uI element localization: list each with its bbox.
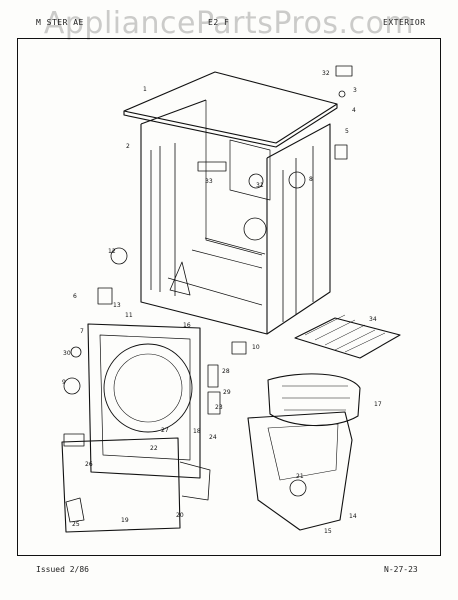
header-left: M STER AE — [36, 18, 84, 27]
callout-9: 9 — [62, 379, 66, 386]
blower-housing — [243, 217, 267, 241]
top-panel-edge — [123, 104, 338, 148]
callout-19: 19 — [121, 517, 129, 524]
part-12 — [110, 247, 128, 265]
door-opening — [103, 343, 193, 433]
diagram-frame — [17, 38, 441, 556]
knob-8 — [288, 171, 306, 189]
callout-23: 23 — [215, 404, 223, 411]
rack-34 — [294, 317, 401, 359]
callout-33: 33 — [205, 178, 213, 185]
callout-25: 25 — [72, 521, 80, 528]
callout-29: 29 — [223, 389, 231, 396]
callout-10: 10 — [252, 344, 260, 351]
callout-28: 28 — [222, 368, 230, 375]
callout-24: 24 — [209, 434, 217, 441]
callout-labels: 1 2 3 4 5 6 7 8 9 10 11 12 13 14 15 16 1… — [62, 70, 382, 535]
filter-housing-14 — [247, 411, 353, 531]
bracket-33 — [197, 161, 227, 172]
part-30 — [70, 346, 82, 358]
callout-26: 26 — [85, 461, 93, 468]
timer-31 — [248, 173, 264, 189]
callout-1: 1 — [143, 86, 147, 93]
hinge-25 — [65, 497, 85, 523]
top-panel — [123, 71, 338, 144]
callout-18: 18 — [193, 428, 201, 435]
header-right: EXTERIOR — [383, 18, 426, 27]
callout-30: 30 — [63, 350, 71, 357]
callout-15: 15 — [324, 528, 332, 535]
callout-4: 4 — [352, 107, 356, 114]
page-code: N-27-23 — [384, 565, 418, 574]
callout-6: 6 — [73, 293, 77, 300]
callout-5: 5 — [345, 128, 349, 135]
cabinet-left-side — [140, 124, 268, 335]
callout-12: 12 — [108, 248, 116, 255]
callout-20: 20 — [176, 512, 184, 519]
door-handle-26 — [63, 433, 85, 447]
part-3 — [338, 90, 346, 98]
header-center: E2 F — [208, 18, 230, 27]
callout-32: 32 — [322, 70, 330, 77]
callout-16: 16 — [183, 322, 191, 329]
callout-34: 34 — [369, 316, 377, 323]
motor-mount — [229, 139, 271, 201]
cabinet-right-side — [266, 123, 331, 335]
part-10 — [231, 341, 247, 355]
rear-leg — [169, 261, 191, 296]
part-32 — [335, 65, 353, 77]
door — [61, 437, 181, 533]
callout-14: 14 — [349, 513, 357, 520]
part-28 — [207, 364, 219, 388]
part-6 — [97, 287, 113, 305]
issued-date: Issued 2/86 — [36, 565, 89, 574]
part-5 — [334, 144, 348, 160]
callout-2: 2 — [126, 143, 130, 150]
part-27 — [207, 391, 221, 415]
callout-13: 13 — [113, 302, 121, 309]
callout-21: 21 — [296, 473, 304, 480]
callout-11: 11 — [125, 312, 133, 319]
callout-3: 3 — [353, 87, 357, 94]
front-panel — [87, 323, 201, 479]
callout-17: 17 — [374, 401, 382, 408]
callout-7: 7 — [80, 328, 84, 335]
part-20 — [179, 461, 211, 501]
callout-22: 22 — [150, 445, 158, 452]
part-9 — [63, 377, 81, 395]
callout-27: 27 — [161, 427, 169, 434]
callout-31: 31 — [256, 182, 264, 189]
callout-8: 8 — [309, 176, 313, 183]
lint-filter-17 — [267, 373, 361, 427]
part-21 — [289, 479, 307, 497]
